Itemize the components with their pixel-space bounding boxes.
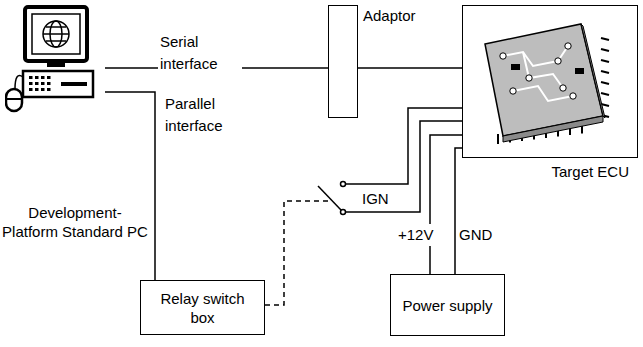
switch-contact bbox=[341, 182, 346, 187]
switch-lever bbox=[318, 186, 341, 210]
wire-connector bbox=[455, 148, 462, 274]
relay-box: Relay switch box bbox=[140, 280, 265, 335]
adaptor-box: Adaptor bbox=[328, 5, 358, 118]
wire-connector bbox=[358, 67, 462, 69]
node-label: Development- Platform Standard PC bbox=[0, 203, 150, 241]
switch-wire bbox=[346, 108, 462, 184]
node-label: Adaptor bbox=[363, 6, 416, 25]
wire-connector bbox=[430, 135, 462, 274]
pc-illustration bbox=[5, 5, 105, 115]
signal-label: +12V bbox=[396, 224, 436, 246]
signal-label: IGN bbox=[360, 188, 391, 210]
power-supply-box: Power supply bbox=[390, 274, 505, 336]
signal-label: Serial interface bbox=[158, 31, 242, 75]
signal-label: GND bbox=[457, 224, 501, 246]
node-label: Relay switch box bbox=[151, 289, 254, 327]
chip-illustration bbox=[463, 6, 636, 156]
node-label: Power supply bbox=[402, 296, 492, 315]
node-label: Target ECU bbox=[551, 162, 629, 181]
pc-icon: Development- Platform Standard PC bbox=[5, 5, 105, 115]
wire-connector bbox=[105, 92, 155, 280]
ecu-box: Target ECU bbox=[462, 5, 638, 158]
signal-label: Parallel interface bbox=[163, 93, 257, 137]
relay-link bbox=[265, 201, 329, 305]
switch-contact bbox=[341, 210, 346, 215]
